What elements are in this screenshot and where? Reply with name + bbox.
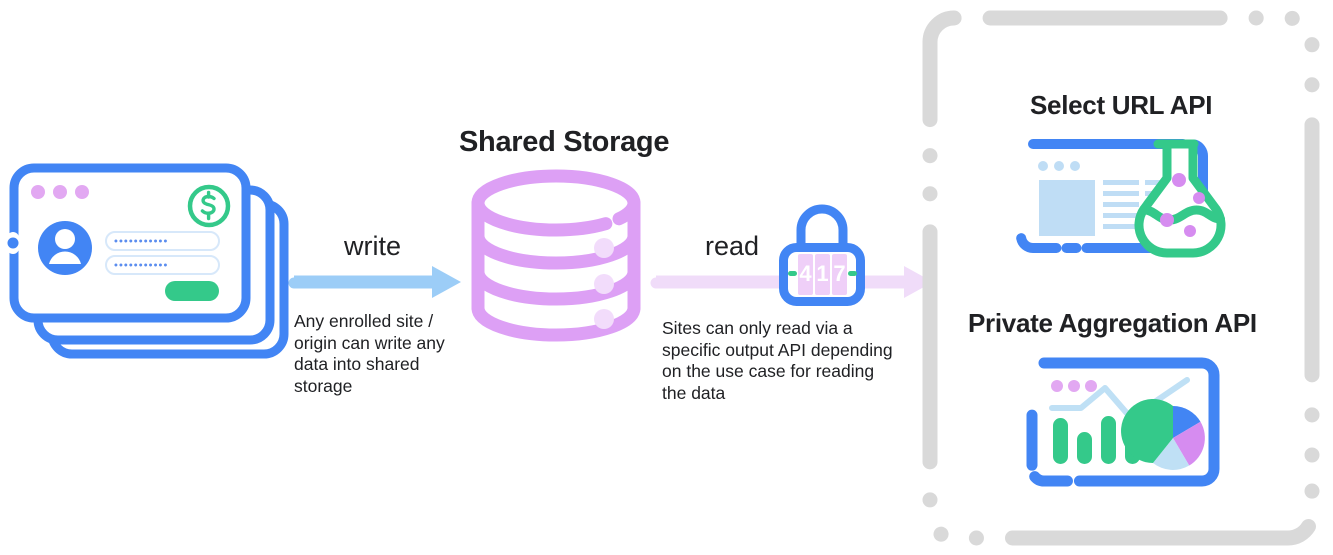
private-aggregation-api-icon-wrap (1025, 356, 1221, 488)
lock-digit-3: 7 (833, 261, 845, 286)
lock-dials: 4 1 7 (798, 254, 847, 295)
shared-storage-title: Shared Storage (459, 126, 670, 158)
lock-digit-2: 1 (816, 261, 828, 286)
database-cylinder-icon (471, 169, 641, 342)
select-url-api-icon-wrap (1015, 138, 1235, 258)
stacked-browser-cards-icon: ••••••••••• ••••••••••• (7, 163, 289, 359)
browser-flask-icon (1016, 139, 1226, 258)
sites-stack: ••••••••••• ••••••••••• (7, 160, 298, 365)
submit-button[interactable] (165, 281, 219, 301)
dashed-panel-border (922, 10, 1320, 546)
bubble (1172, 173, 1186, 187)
lock-tick-right (848, 271, 857, 276)
window-dot (1068, 380, 1080, 392)
password-field-2[interactable]: ••••••••••• (105, 255, 220, 275)
output-apis-panel: Select URL API (920, 8, 1322, 548)
user-avatar-icon (38, 221, 92, 275)
shared-storage-cylinder (466, 168, 646, 348)
band-dot (594, 274, 614, 294)
flask-icon (1134, 139, 1226, 258)
read-caption: Sites can only read via a specific outpu… (662, 318, 893, 403)
lock-tick-left (788, 271, 797, 276)
write-label: write (344, 231, 402, 261)
bubble (1184, 225, 1196, 237)
right-arrow-icon (288, 266, 461, 298)
window-dot (1054, 161, 1064, 171)
window-dot (1051, 380, 1063, 392)
write-arrow (288, 264, 463, 300)
window-dot (53, 185, 67, 199)
password-dots: ••••••••••• (114, 236, 168, 248)
write-caption: Any enrolled site / origin can write any… (294, 311, 445, 396)
password-field-1[interactable]: ••••••••••• (105, 231, 220, 251)
window-dot (75, 185, 89, 199)
window-dot (1038, 161, 1048, 171)
analytics-dashboard-icon (1026, 357, 1220, 487)
dollar-circle-icon (187, 184, 231, 228)
output-gate-lock: 4 1 7 (779, 202, 865, 306)
window-dot (1085, 380, 1097, 392)
window-dot (1070, 161, 1080, 171)
band-dot (594, 309, 614, 329)
pie-chart (1121, 399, 1205, 470)
band-dot (594, 238, 614, 258)
password-dots: ••••••••••• (114, 260, 168, 272)
private-aggregation-api-title: Private Aggregation API (968, 308, 1257, 338)
bubble (1160, 213, 1174, 227)
combination-padlock-icon: 4 1 7 (779, 204, 865, 306)
image-placeholder (1039, 180, 1095, 236)
read-label: read (705, 231, 760, 261)
select-url-api-title: Select URL API (1030, 90, 1213, 120)
lock-digit-1: 4 (799, 261, 812, 286)
window-dot (31, 185, 45, 199)
bubble (1193, 192, 1205, 204)
